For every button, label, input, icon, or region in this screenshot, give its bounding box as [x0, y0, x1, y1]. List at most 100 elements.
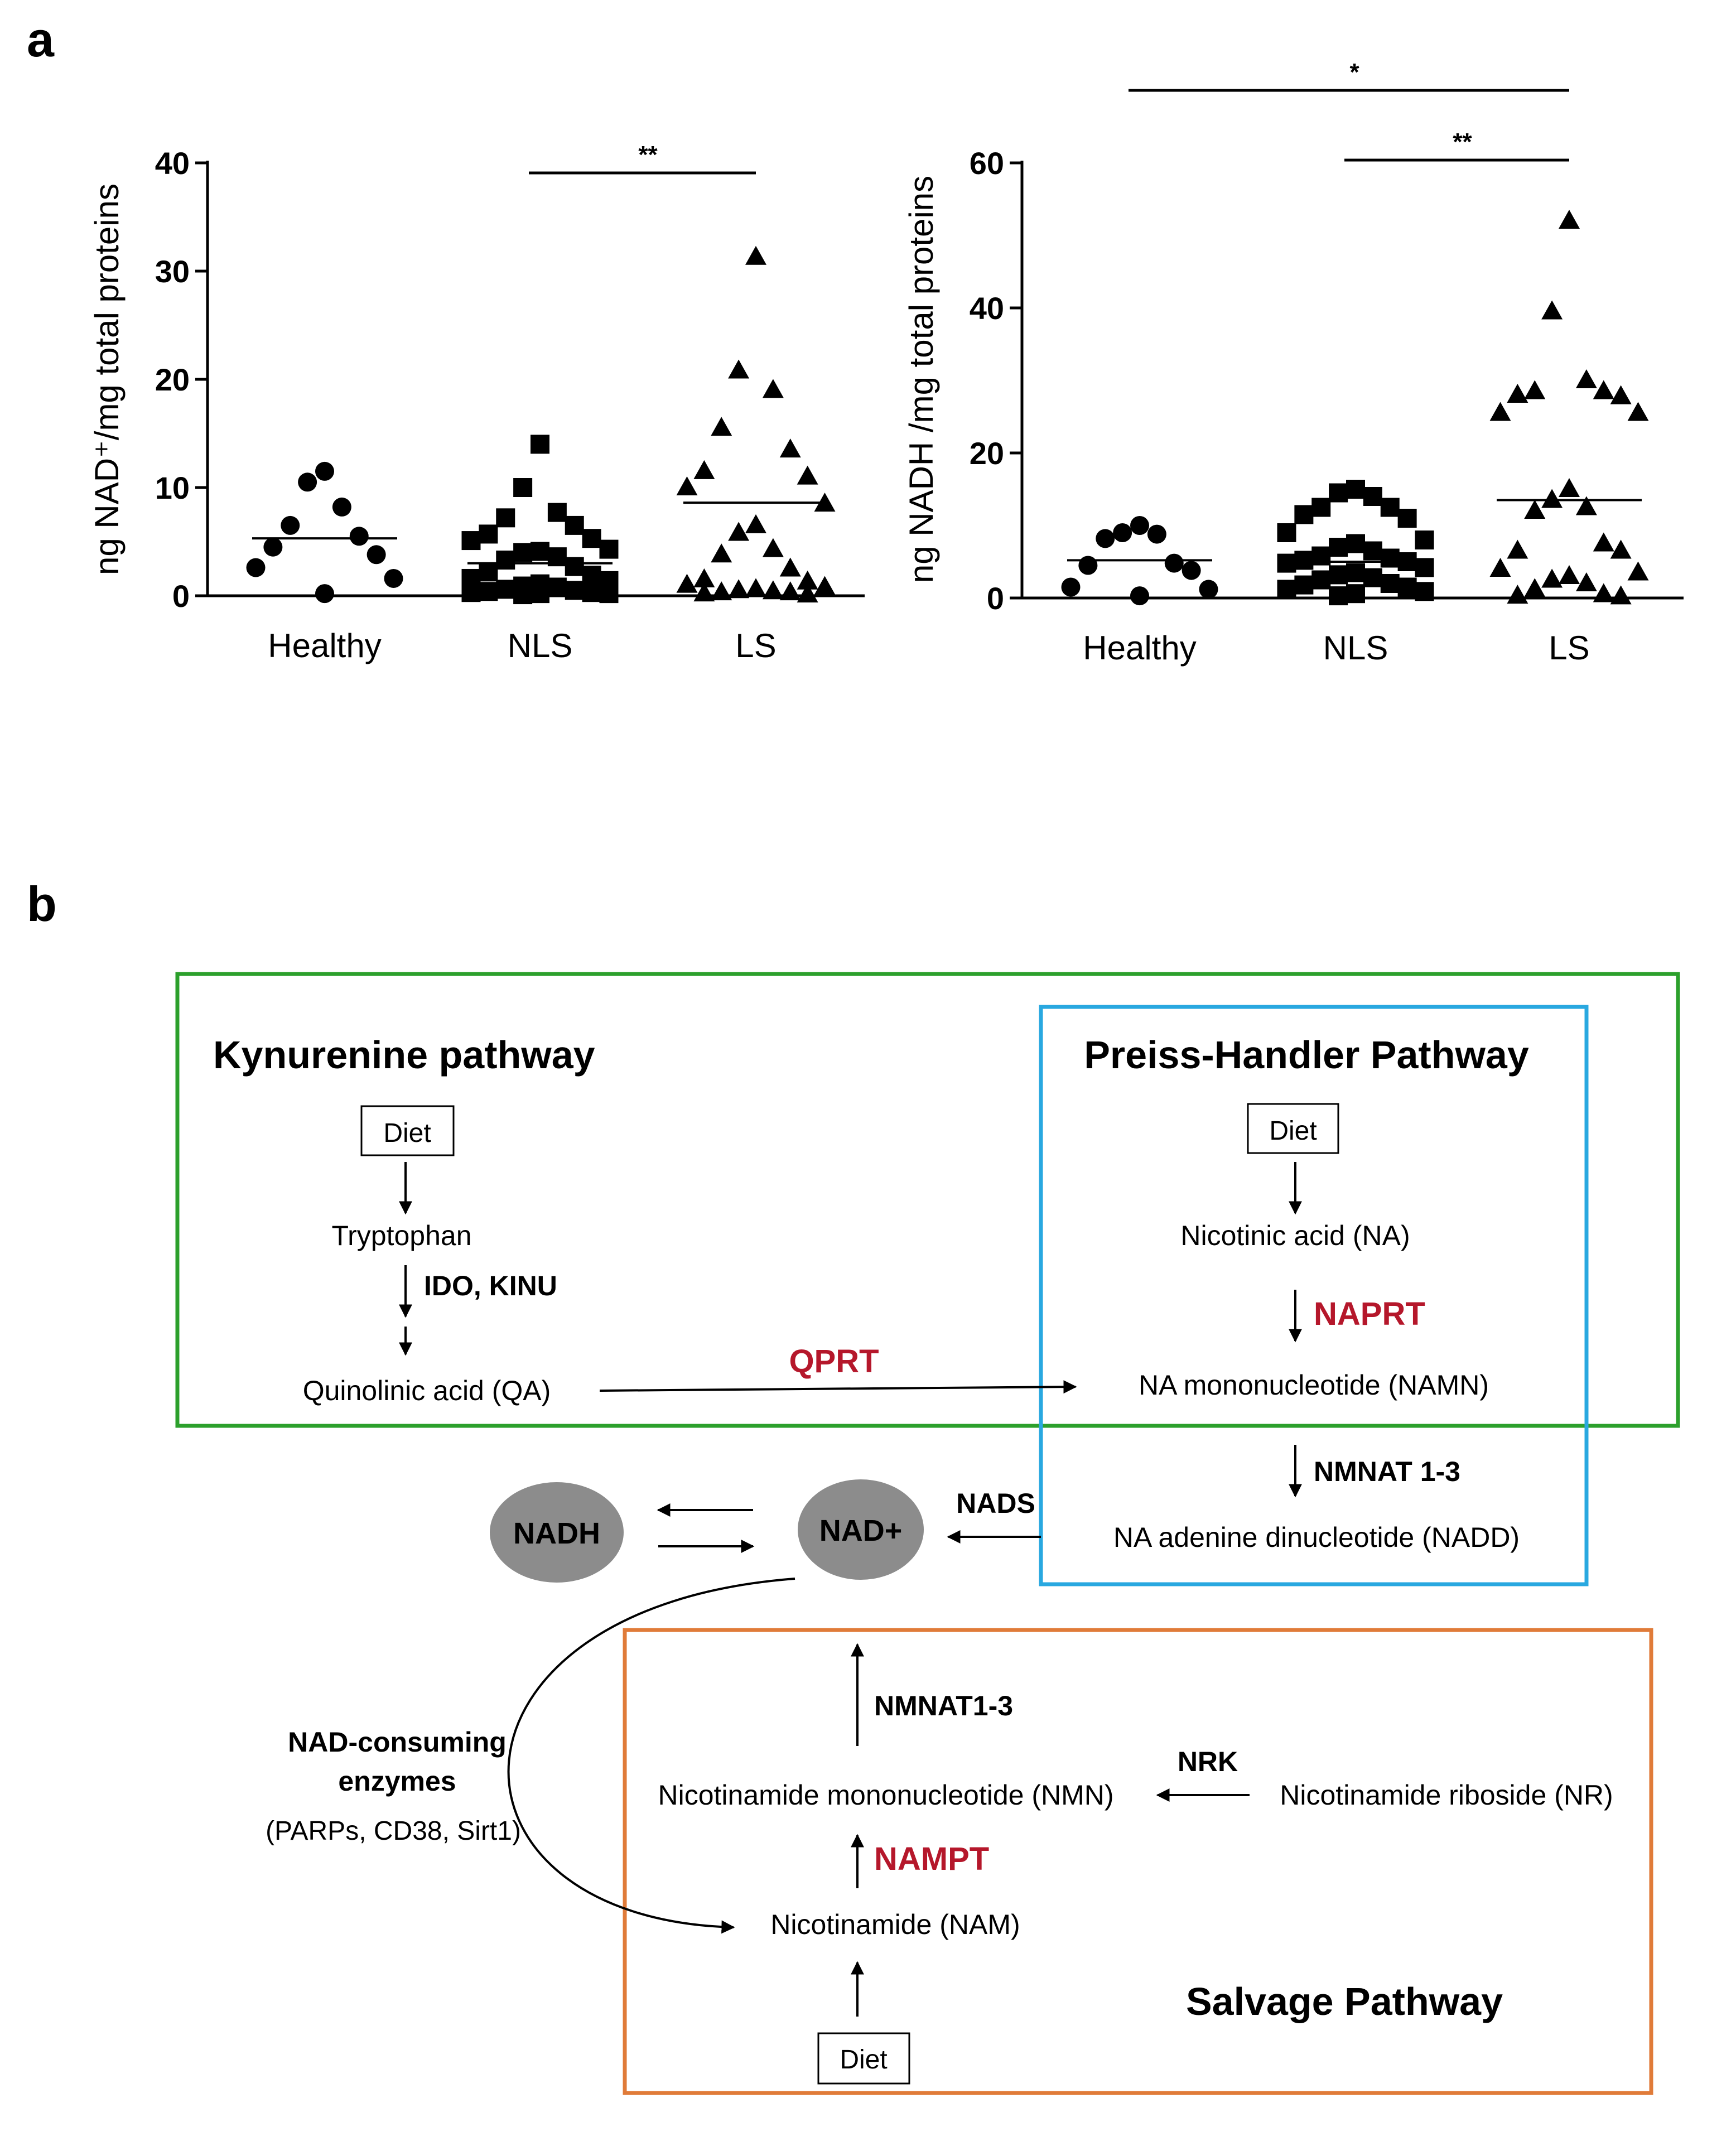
data-point [1507, 384, 1528, 403]
salvage-diet-label: Diet [840, 2045, 887, 2075]
data-point [547, 577, 567, 597]
data-point [745, 578, 766, 597]
data-point [582, 566, 601, 585]
nad-node [798, 1479, 924, 1580]
data-point [1346, 584, 1365, 604]
data-point [1130, 516, 1149, 535]
nadd-label: NA adenine dinucleotide (NADD) [1113, 1522, 1520, 1553]
significance-label: * [1349, 59, 1359, 86]
data-point [728, 359, 750, 379]
data-point [1610, 385, 1632, 404]
data-point [1489, 402, 1511, 421]
data-point [1294, 551, 1314, 570]
y-tick-label: 20 [155, 362, 190, 397]
data-point [1415, 582, 1434, 601]
nads-label: NADS [956, 1488, 1035, 1519]
y-tick-label: 10 [155, 470, 190, 505]
data-point [1311, 498, 1331, 517]
data-point [349, 527, 369, 546]
data-point [1363, 487, 1382, 506]
data-point [1164, 553, 1184, 573]
data-point [676, 476, 698, 495]
y-tick-label: 30 [155, 254, 190, 289]
data-point [1147, 524, 1166, 544]
data-point [728, 579, 750, 599]
nam-label: Nicotinamide (NAM) [770, 1909, 1020, 1940]
data-point [745, 245, 766, 265]
salvage-diet-box [817, 2032, 910, 2085]
nad-label: NAD+ [819, 1514, 903, 1547]
data-point [496, 550, 515, 570]
significance-label: ** [1453, 128, 1472, 156]
y-tick-label: 40 [970, 291, 1004, 326]
y-tick-label: 20 [970, 436, 1004, 471]
data-point [531, 542, 549, 561]
data-point [1575, 572, 1597, 591]
y-tick-label: 0 [987, 581, 1004, 616]
kynurenine-title: Kynurenine pathway [213, 1033, 595, 1077]
data-point [315, 584, 334, 604]
data-point [1311, 570, 1331, 590]
data-point [693, 568, 715, 587]
x-tick-label: LS [735, 627, 776, 664]
data-point [1507, 539, 1528, 559]
data-point [531, 435, 549, 454]
y-axis-label: ng NAD⁺/mg total proteins [88, 184, 126, 575]
consuming-enzymes-line1: NAD-consuming [288, 1726, 507, 1758]
data-point [1130, 586, 1149, 606]
panel-label-b: b [27, 876, 57, 932]
data-point [1096, 529, 1115, 548]
significance-label: ** [638, 141, 658, 168]
data-point [479, 524, 498, 544]
data-point [1329, 586, 1348, 606]
data-point [1294, 575, 1314, 595]
data-point [565, 557, 584, 576]
x-tick-label: NLS [508, 627, 573, 664]
data-point [367, 545, 386, 565]
data-point [1397, 509, 1417, 528]
data-point [1199, 580, 1218, 599]
data-point [1541, 489, 1563, 508]
data-point [461, 531, 481, 551]
preiss-diet-label: Diet [1269, 1116, 1317, 1146]
data-point [513, 543, 533, 562]
data-point [332, 497, 351, 517]
data-point [1346, 480, 1365, 499]
data-point [728, 522, 750, 541]
data-point [711, 417, 732, 436]
data-point [1541, 568, 1563, 588]
data-point [1380, 498, 1400, 517]
data-point [711, 581, 732, 601]
salvage-nmnat-label: NMNAT1-3 [874, 1690, 1013, 1721]
data-point [762, 379, 784, 398]
nicotinic-acid-label: Nicotinic acid (NA) [1180, 1220, 1410, 1251]
data-point [1524, 578, 1546, 597]
data-point [762, 580, 784, 600]
data-point [1489, 558, 1511, 577]
data-point [582, 583, 601, 602]
data-point [565, 515, 584, 535]
data-point [1329, 538, 1348, 557]
data-point [263, 537, 283, 557]
consuming-enzymes-line3: (PARPs, CD38, Sirt1) [266, 1816, 521, 1846]
x-tick-label: LS [1549, 629, 1589, 667]
y-tick-label: 0 [172, 578, 190, 614]
data-point [779, 438, 801, 458]
nmnat-1-3-label: NMNAT 1-3 [1314, 1456, 1460, 1487]
nmn-label: Nicotinamide mononucleotide (NMN) [658, 1779, 1114, 1811]
y-tick-label: 40 [155, 146, 190, 181]
nampt-label: NAMPT [874, 1841, 989, 1877]
data-point [1329, 565, 1348, 585]
data-point [711, 543, 732, 563]
nadh-node [490, 1482, 624, 1583]
data-point [1524, 500, 1546, 519]
data-point [1627, 561, 1649, 581]
kynurenine-diet-label: Diet [383, 1118, 431, 1148]
x-tick-label: Healthy [1083, 629, 1196, 667]
data-point [1524, 380, 1546, 399]
qprt-label: QPRT [789, 1343, 879, 1380]
data-point [1559, 565, 1580, 584]
data-point [797, 583, 818, 603]
data-point [797, 465, 818, 485]
data-point [496, 508, 515, 528]
